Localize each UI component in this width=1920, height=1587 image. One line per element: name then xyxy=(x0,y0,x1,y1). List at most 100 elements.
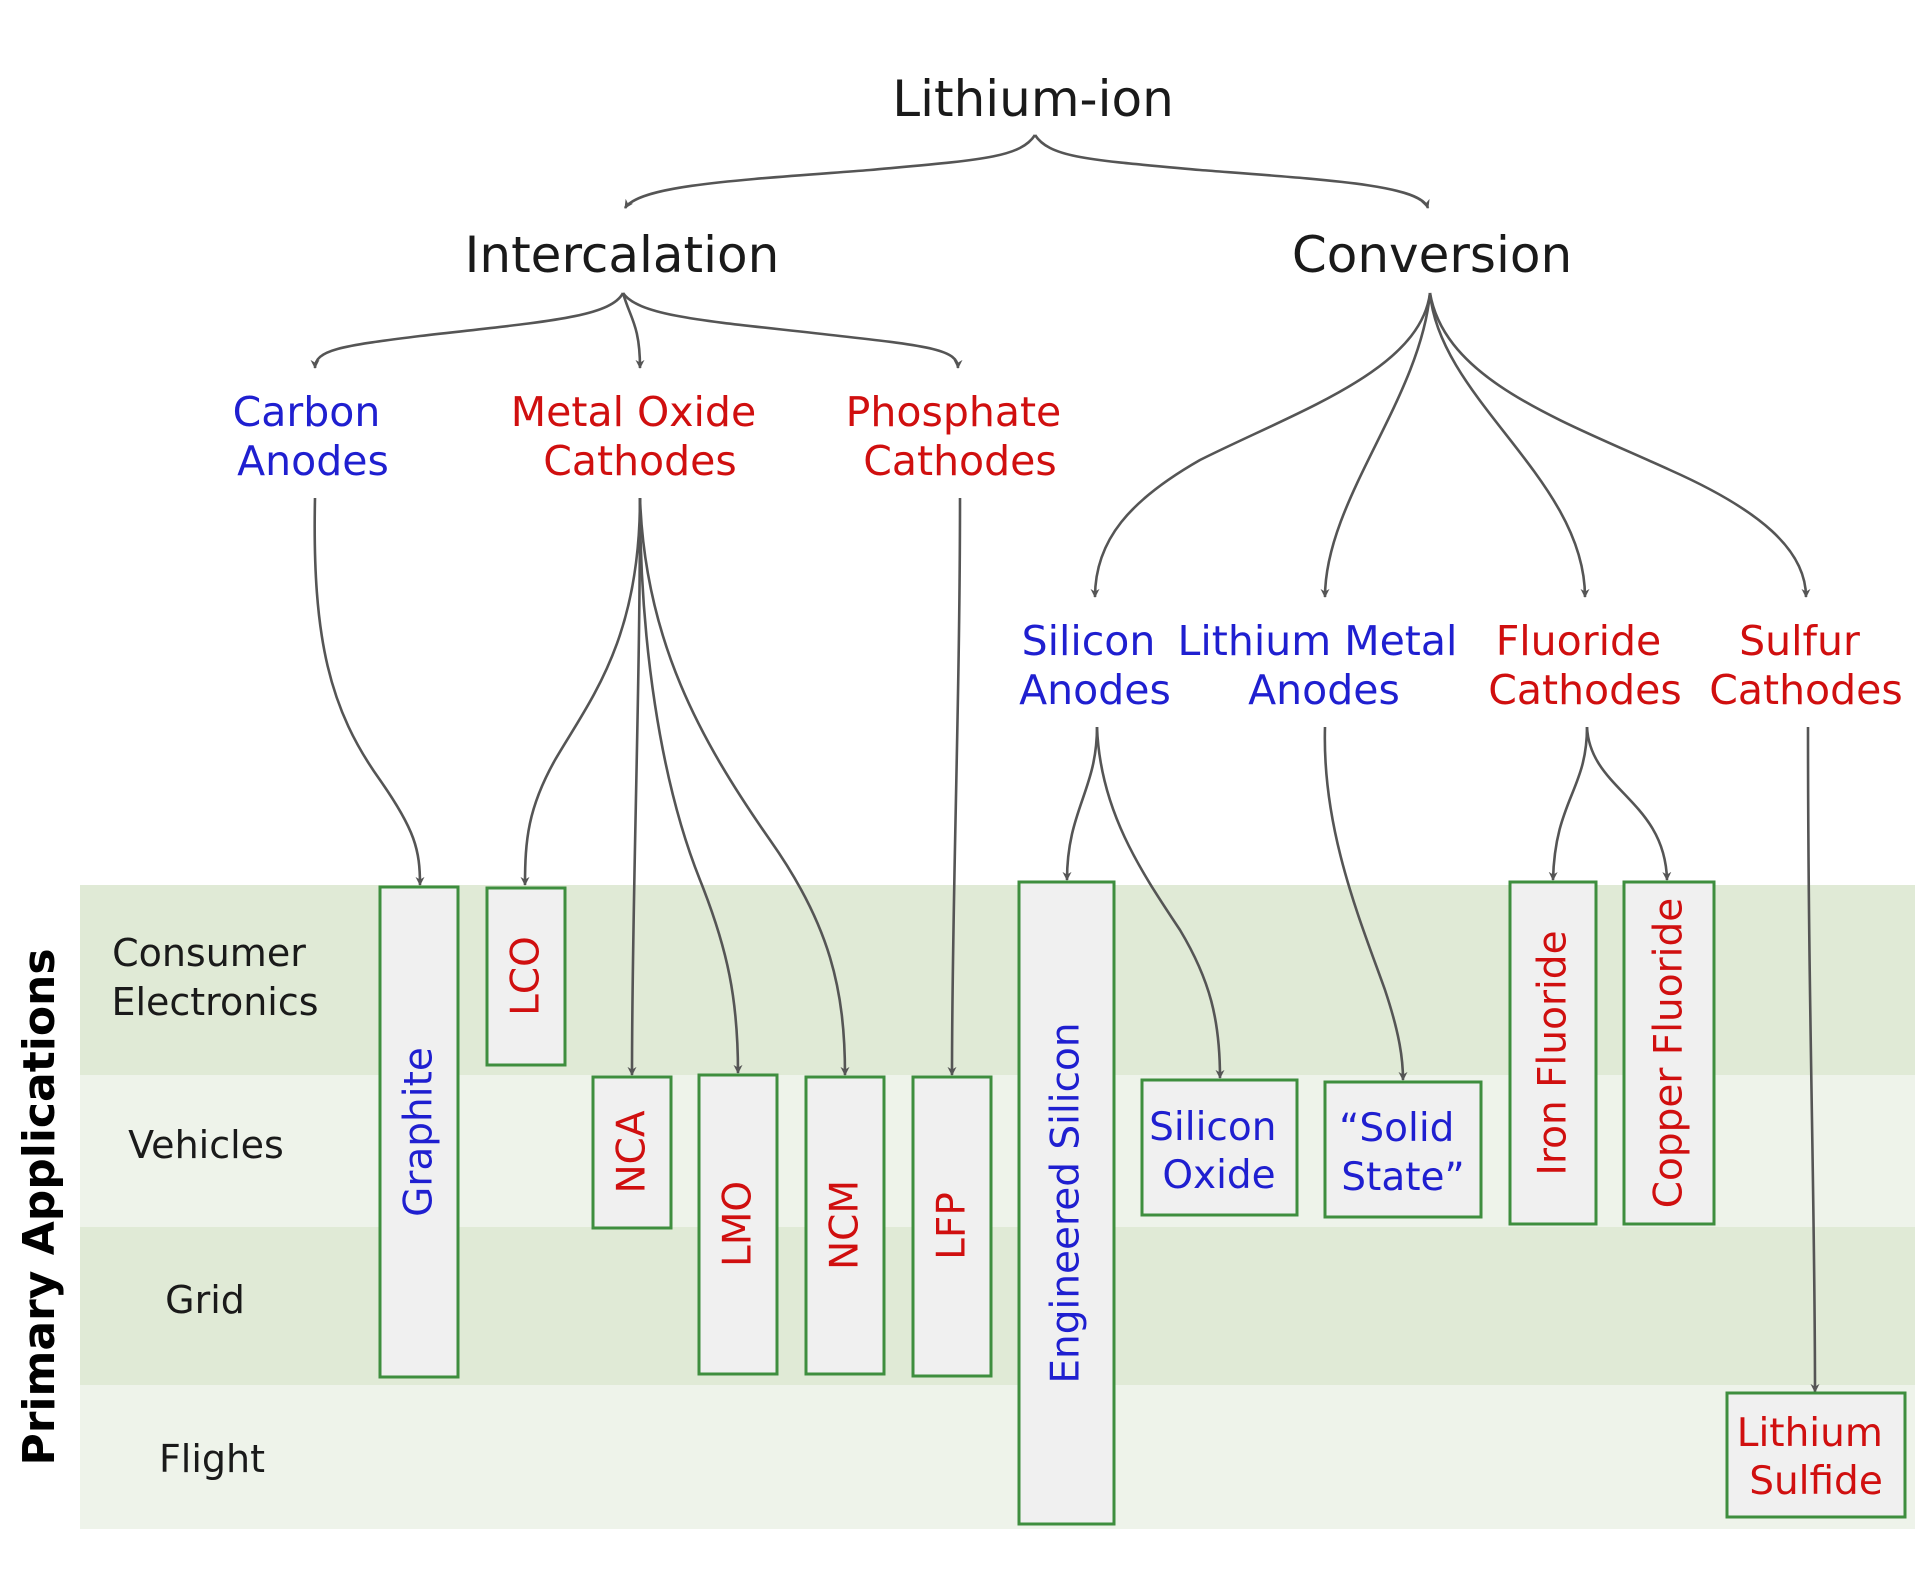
carbon-anodes-line2: Anodes xyxy=(237,437,389,485)
edge-intercalation-to-phosphate xyxy=(621,292,963,369)
material-lithium-sulfide: Lithium Sulfide xyxy=(1725,1391,1907,1519)
lco-label: LCO xyxy=(504,936,549,1016)
material-engineered-silicon: Engineered Silicon xyxy=(1017,880,1116,1526)
silicon-oxide-line2: Oxide xyxy=(1162,1153,1275,1198)
copper-fluoride-label: Copper Fluoride xyxy=(1647,898,1692,1209)
iron-fluoride-box xyxy=(1508,880,1598,1226)
solid-state-line2: State” xyxy=(1341,1155,1464,1200)
edge-sulfur-to-lithium-sulfide xyxy=(1806,726,1820,1393)
silicon-oxide-box xyxy=(1140,1078,1299,1217)
graphite-box xyxy=(378,885,460,1379)
edge-fluoride-to-copper-fluoride xyxy=(1585,726,1672,881)
category-silicon-anodes: Silicon Anodes xyxy=(1019,617,1171,714)
carbon-anodes-line1: Carbon xyxy=(233,388,381,436)
lco-box xyxy=(485,886,567,1067)
edge-metal-oxide-to-lco xyxy=(520,497,642,886)
root-lithium-ion: Lithium-ion xyxy=(892,70,1174,128)
material-lco: LCO xyxy=(485,886,567,1067)
solid-state-label: “Solid State” xyxy=(1339,1106,1467,1200)
row-label-grid: Grid xyxy=(165,1278,245,1322)
material-silicon-oxide: Silicon Oxide xyxy=(1140,1078,1299,1217)
lithium-sulfide-line1: Lithium xyxy=(1737,1411,1883,1456)
edge-silicon-to-engineered-silicon xyxy=(1062,726,1099,881)
row-label-electronics: Electronics xyxy=(111,980,318,1024)
silicon-oxide-line1: Silicon xyxy=(1149,1105,1276,1150)
edge-metal-oxide-to-nca xyxy=(627,497,642,1076)
silicon-anodes-line1: Silicon xyxy=(1022,617,1156,665)
category-sulfur-cathodes: Sulfur Cathodes xyxy=(1709,617,1903,714)
edge-phosphate-to-lfp xyxy=(947,497,962,1076)
engineered-silicon-label: Engineered Silicon xyxy=(1044,1022,1089,1383)
edge-fluoride-to-iron-fluoride xyxy=(1548,726,1589,881)
silicon-oxide-label: Silicon Oxide xyxy=(1149,1105,1289,1198)
phosphate-line1: Phosphate xyxy=(846,388,1062,436)
material-iron-fluoride: Iron Fluoride xyxy=(1508,880,1598,1226)
edge-conversion-to-lithium-metal xyxy=(1320,292,1432,598)
row-label-flight: Flight xyxy=(159,1437,265,1481)
copper-fluoride-box xyxy=(1622,880,1716,1226)
sulfur-line1: Sulfur xyxy=(1739,617,1860,665)
row-label-consumer-electronics: Consumer Electronics xyxy=(111,931,318,1024)
category-lithium-metal-anodes: Lithium Metal Anodes xyxy=(1178,617,1471,714)
edge-carbon-to-graphite xyxy=(313,497,425,886)
edge-conversion-to-sulfur xyxy=(1428,292,1811,598)
metal-oxide-line1: Metal Oxide xyxy=(511,388,756,436)
phosphate-line2: Cathodes xyxy=(863,437,1057,485)
edge-metal-oxide-to-ncm xyxy=(638,497,850,1076)
material-solid-state: “Solid State” xyxy=(1323,1080,1483,1219)
material-nca: NCA xyxy=(591,1075,673,1230)
fluoride-line1: Fluoride xyxy=(1496,617,1662,665)
application-bands xyxy=(80,885,1915,1529)
category-fluoride-cathodes: Fluoride Cathodes xyxy=(1488,617,1682,714)
edge-silicon-to-silicon-oxide xyxy=(1095,726,1225,1079)
edge-root-to-intercalation xyxy=(623,134,1037,209)
category-carbon-anodes: Carbon Anodes xyxy=(233,388,394,485)
material-boxes: Graphite LCO NCA LMO NCM LFP Engineered … xyxy=(378,880,1907,1526)
lithium-sulfide-label: Lithium Sulfide xyxy=(1737,1411,1896,1504)
silicon-anodes-line2: Anodes xyxy=(1019,666,1171,714)
nca-label: NCA xyxy=(610,1110,655,1193)
edge-metal-oxide-to-lmo xyxy=(638,497,743,1074)
material-lmo: LMO xyxy=(697,1073,779,1376)
ncm-label: NCM xyxy=(823,1180,868,1270)
material-lfp: LFP xyxy=(911,1075,993,1378)
category-metal-oxide-cathodes: Metal Oxide Cathodes xyxy=(511,388,769,485)
graphite-label: Graphite xyxy=(397,1047,442,1217)
tree-connectors xyxy=(310,134,1820,1393)
engineered-silicon-box xyxy=(1017,880,1116,1526)
material-copper-fluoride: Copper Fluoride xyxy=(1622,880,1716,1226)
solid-state-line1: “Solid xyxy=(1339,1106,1454,1151)
lmo-box xyxy=(697,1073,779,1376)
application-row-labels: Consumer Electronics Vehicles Grid Fligh… xyxy=(111,931,318,1481)
row-label-vehicles: Vehicles xyxy=(128,1123,284,1167)
edge-intercalation-to-metal-oxide xyxy=(621,292,645,369)
ncm-box xyxy=(804,1075,886,1376)
lfp-box xyxy=(911,1075,993,1378)
edge-intercalation-to-carbon xyxy=(310,292,625,369)
family-conversion: Conversion xyxy=(1292,226,1572,284)
solid-state-box xyxy=(1323,1080,1483,1219)
edge-conversion-to-silicon xyxy=(1090,292,1432,598)
iron-fluoride-label: Iron Fluoride xyxy=(1531,930,1576,1175)
lfp-label: LFP xyxy=(930,1192,975,1260)
band-grid xyxy=(80,1227,1915,1385)
lithium-metal-line2: Anodes xyxy=(1248,666,1400,714)
fluoride-line2: Cathodes xyxy=(1488,666,1682,714)
lmo-label: LMO xyxy=(716,1181,761,1267)
lithium-sulfide-line2: Sulfide xyxy=(1749,1459,1883,1504)
category-phosphate-cathodes: Phosphate Cathodes xyxy=(846,388,1075,485)
edge-conversion-to-fluoride xyxy=(1428,292,1590,598)
nca-box xyxy=(591,1075,673,1230)
edge-lithium-metal-to-solid-state xyxy=(1323,726,1408,1081)
material-ncm: NCM xyxy=(804,1075,886,1376)
sulfur-line2: Cathodes xyxy=(1709,666,1903,714)
band-flight xyxy=(80,1385,1915,1529)
lithium-metal-line1: Lithium Metal xyxy=(1178,617,1458,665)
family-intercalation: Intercalation xyxy=(465,226,780,284)
row-label-consumer: Consumer xyxy=(112,931,306,975)
lithium-sulfide-box xyxy=(1725,1391,1907,1519)
edge-root-to-conversion xyxy=(1033,134,1430,209)
primary-applications-axis-label: Primary Applications xyxy=(14,948,65,1465)
material-graphite: Graphite xyxy=(378,885,460,1379)
